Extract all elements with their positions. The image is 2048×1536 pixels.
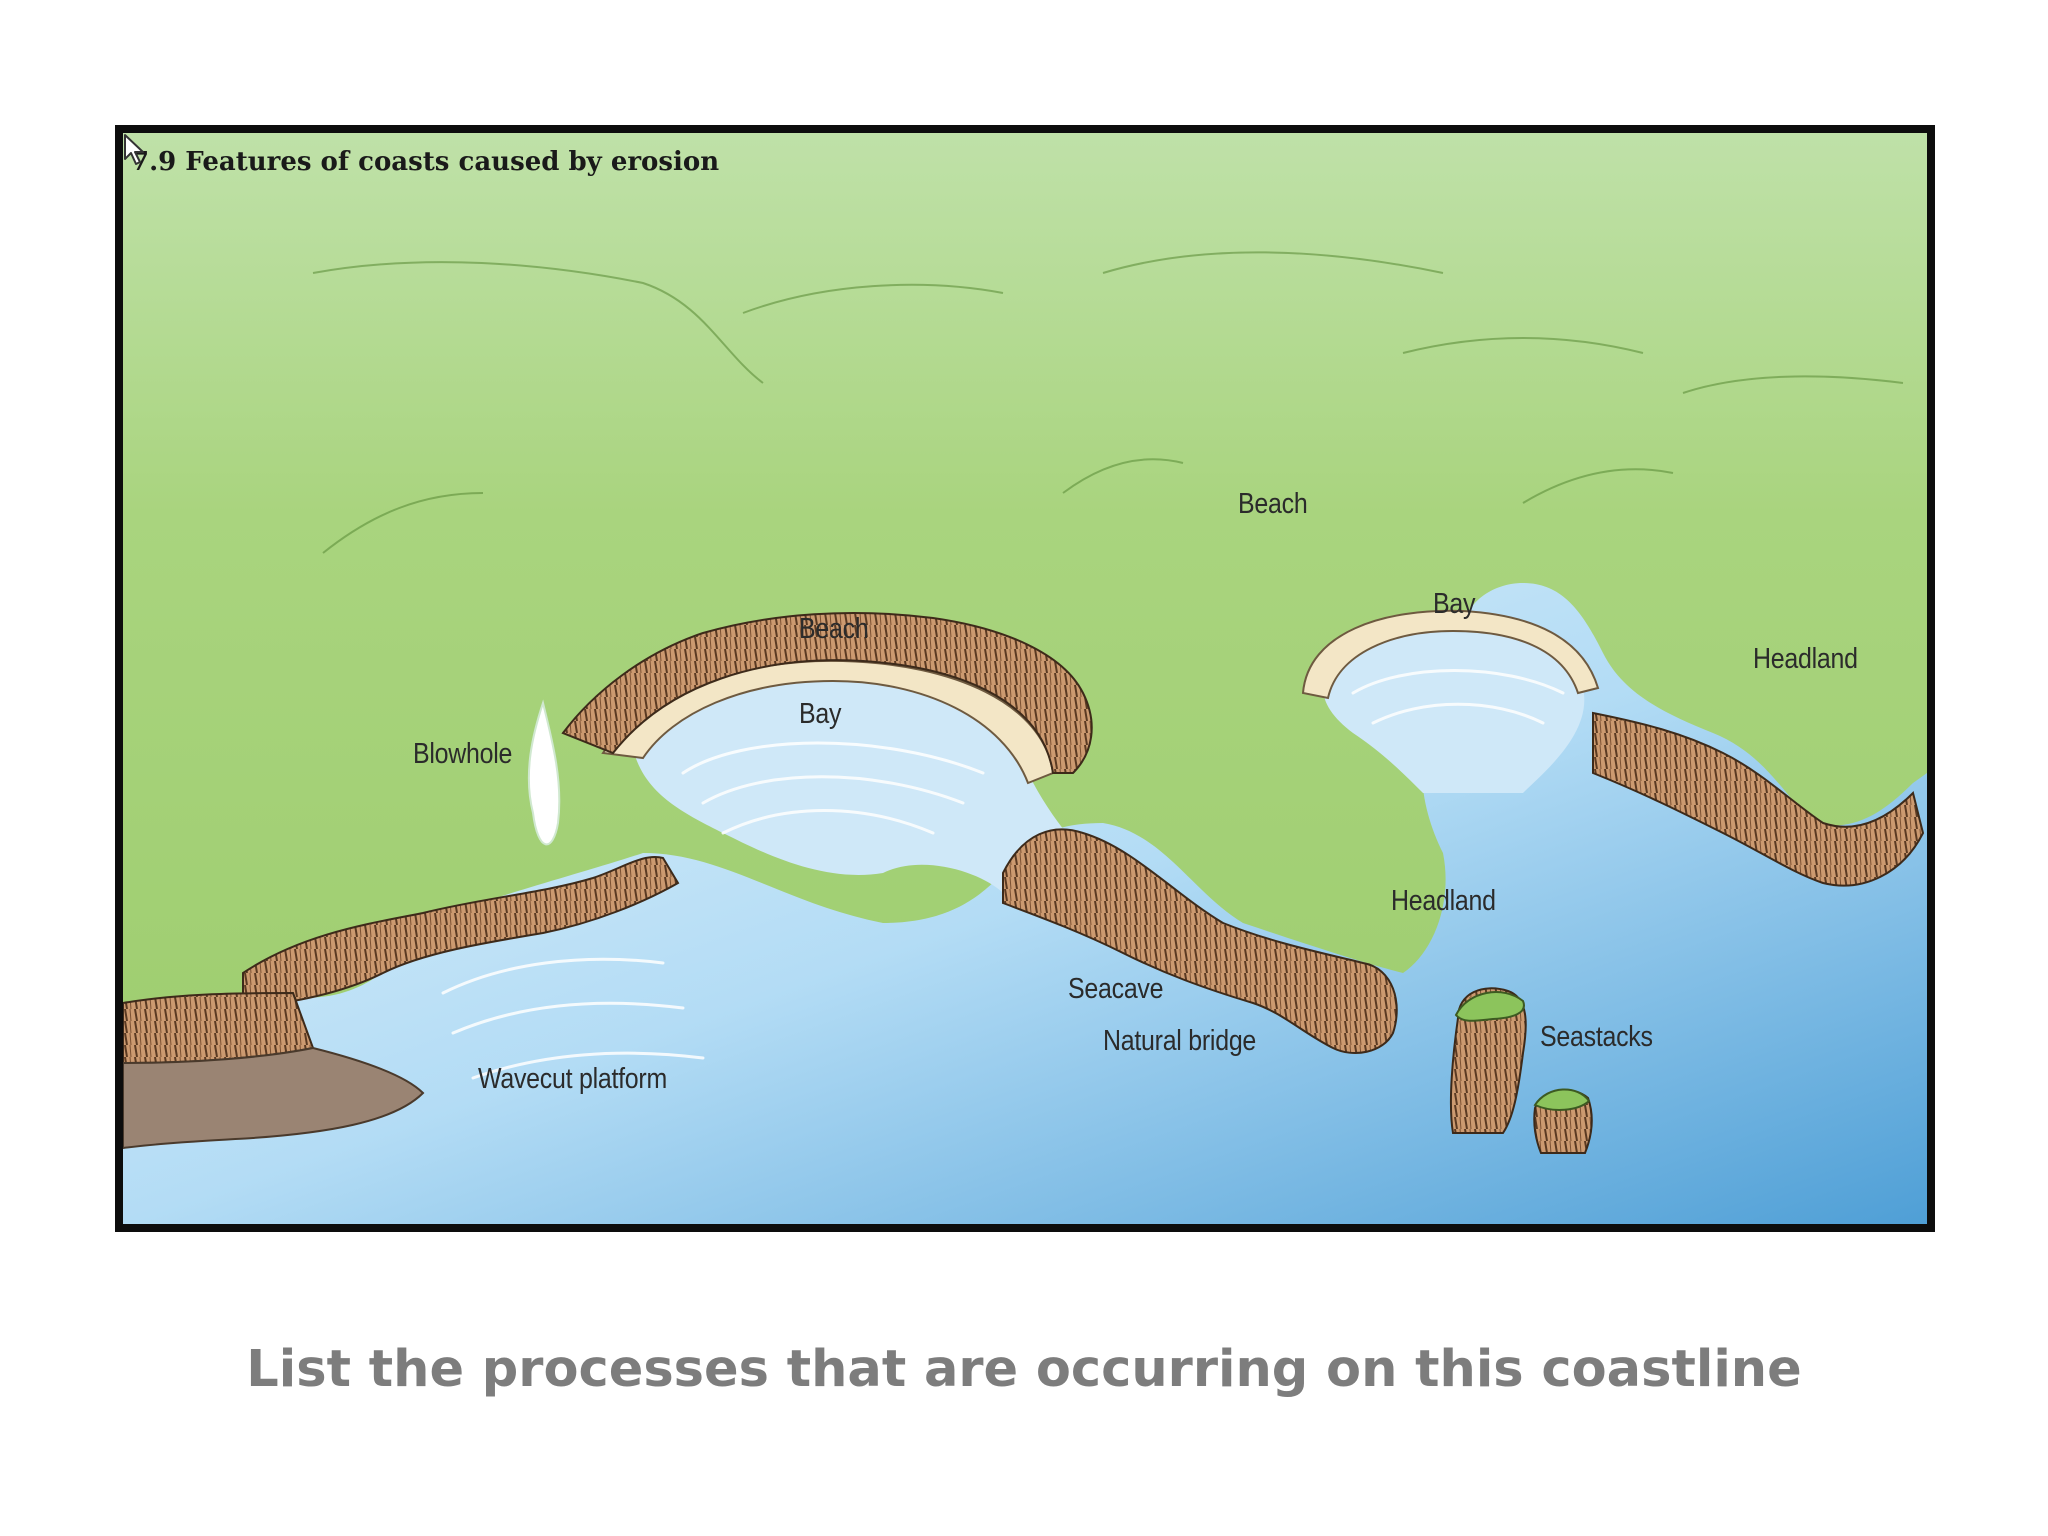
- label-wavecut-platform: Wavecut platform: [478, 1063, 667, 1095]
- figure-title: 7.9 Features of coasts caused by erosion: [131, 147, 720, 177]
- seastack-large-top: [1454, 991, 1525, 1022]
- land-contours: [312, 251, 1904, 554]
- wave-ripples: [441, 669, 1565, 1080]
- label-headland-center: Headland: [1391, 885, 1496, 917]
- right-headland-cliff: [1592, 711, 1925, 887]
- mouse-cursor-icon: [124, 134, 144, 165]
- label-seastacks: Seastacks: [1540, 1021, 1653, 1053]
- label-bay-left: Bay: [799, 698, 842, 730]
- central-headland-cliff: [1002, 828, 1398, 1054]
- label-seacave: Seacave: [1068, 973, 1164, 1005]
- coast-illustration: [123, 133, 1927, 1224]
- blowhole-spray: [527, 699, 561, 846]
- label-beach-left: Beach: [799, 613, 869, 645]
- left-lower-cliff: [242, 856, 680, 1010]
- label-natural-bridge: Natural bridge: [1103, 1025, 1257, 1057]
- seastack-small-top: [1533, 1088, 1591, 1111]
- wavecut-platform: [123, 1046, 425, 1150]
- label-headland-right: Headland: [1753, 643, 1858, 675]
- label-bay-right: Bay: [1433, 588, 1476, 620]
- label-blowhole: Blowhole: [413, 738, 513, 770]
- caption-question: List the processes that are occurring on…: [246, 1340, 1802, 1399]
- label-beach-right: Beach: [1238, 488, 1308, 520]
- left-bay-cliff: [561, 612, 1093, 774]
- coastal-erosion-diagram: 7.9 Features of coasts caused by erosion…: [115, 125, 1935, 1232]
- seastack-large: [1449, 987, 1527, 1134]
- right-beach: [1301, 609, 1600, 700]
